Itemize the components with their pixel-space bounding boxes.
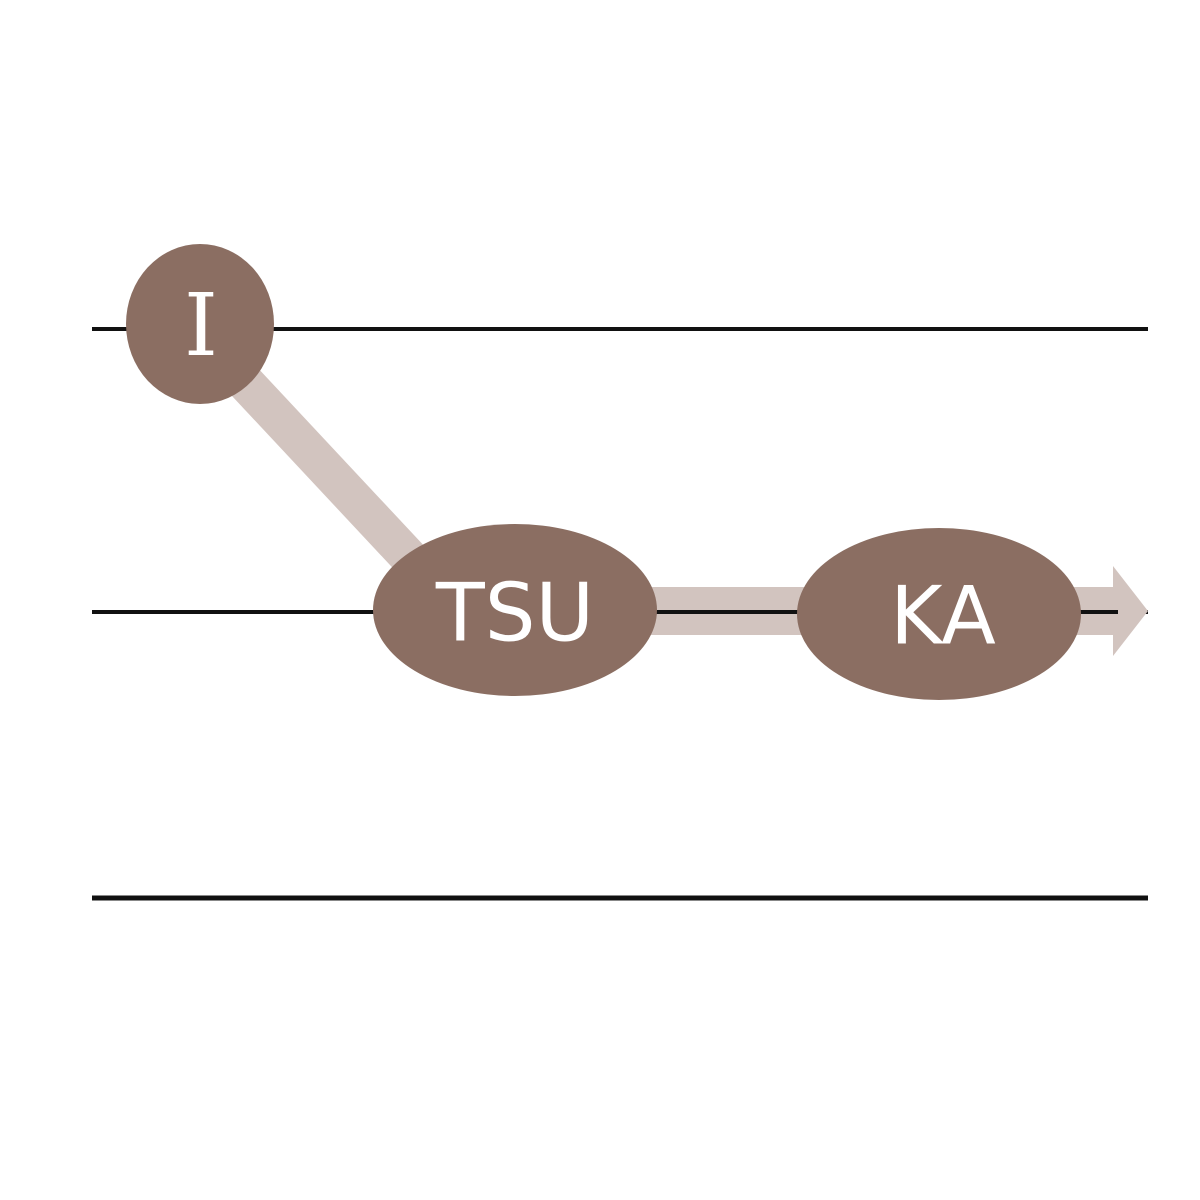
node-ka-label: KA [890, 570, 996, 663]
arrow-head-icon [1113, 566, 1148, 656]
node-tsu: TSU [373, 524, 657, 696]
node-tsu-label: TSU [435, 567, 594, 660]
node-ka: KA [797, 528, 1081, 700]
connector-diagonal [201, 337, 444, 593]
node-ka-shape [797, 528, 1081, 700]
node-i-shape [126, 244, 274, 404]
node-i-label: I [184, 276, 218, 376]
node-tsu-shape [373, 524, 657, 696]
node-i: I [126, 244, 274, 404]
